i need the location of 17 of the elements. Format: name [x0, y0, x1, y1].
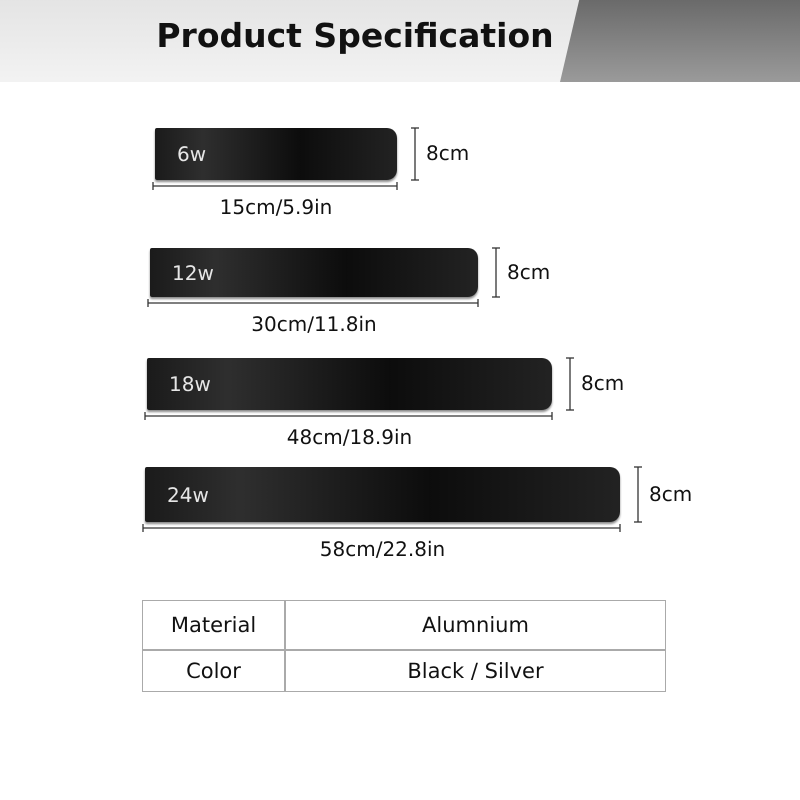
lamp-bar: 12w: [150, 248, 478, 297]
dimension-label: 15cm/5.9in: [218, 195, 334, 219]
dimension-label: 8cm: [426, 141, 470, 165]
dimension-label: 58cm/22.8in: [318, 537, 446, 561]
lamp-bar: 24w: [145, 467, 620, 522]
table-cell: Material: [142, 600, 285, 650]
lamp-bar: 6w: [155, 128, 397, 180]
lamp-bar: 18w: [147, 358, 552, 410]
dimension-label: 8cm: [649, 482, 692, 506]
dimension-label: 8cm: [507, 260, 550, 284]
dimension-label: 30cm/11.8in: [250, 312, 378, 336]
table-cell: Black / Silver: [285, 650, 666, 692]
table-cell: Color: [142, 650, 285, 692]
dimension-label: 8cm: [581, 371, 624, 395]
dimension-label: 48cm/18.9in: [286, 425, 414, 449]
table-cell: Alumnium: [285, 600, 666, 650]
title: Product Specification: [155, 16, 555, 55]
